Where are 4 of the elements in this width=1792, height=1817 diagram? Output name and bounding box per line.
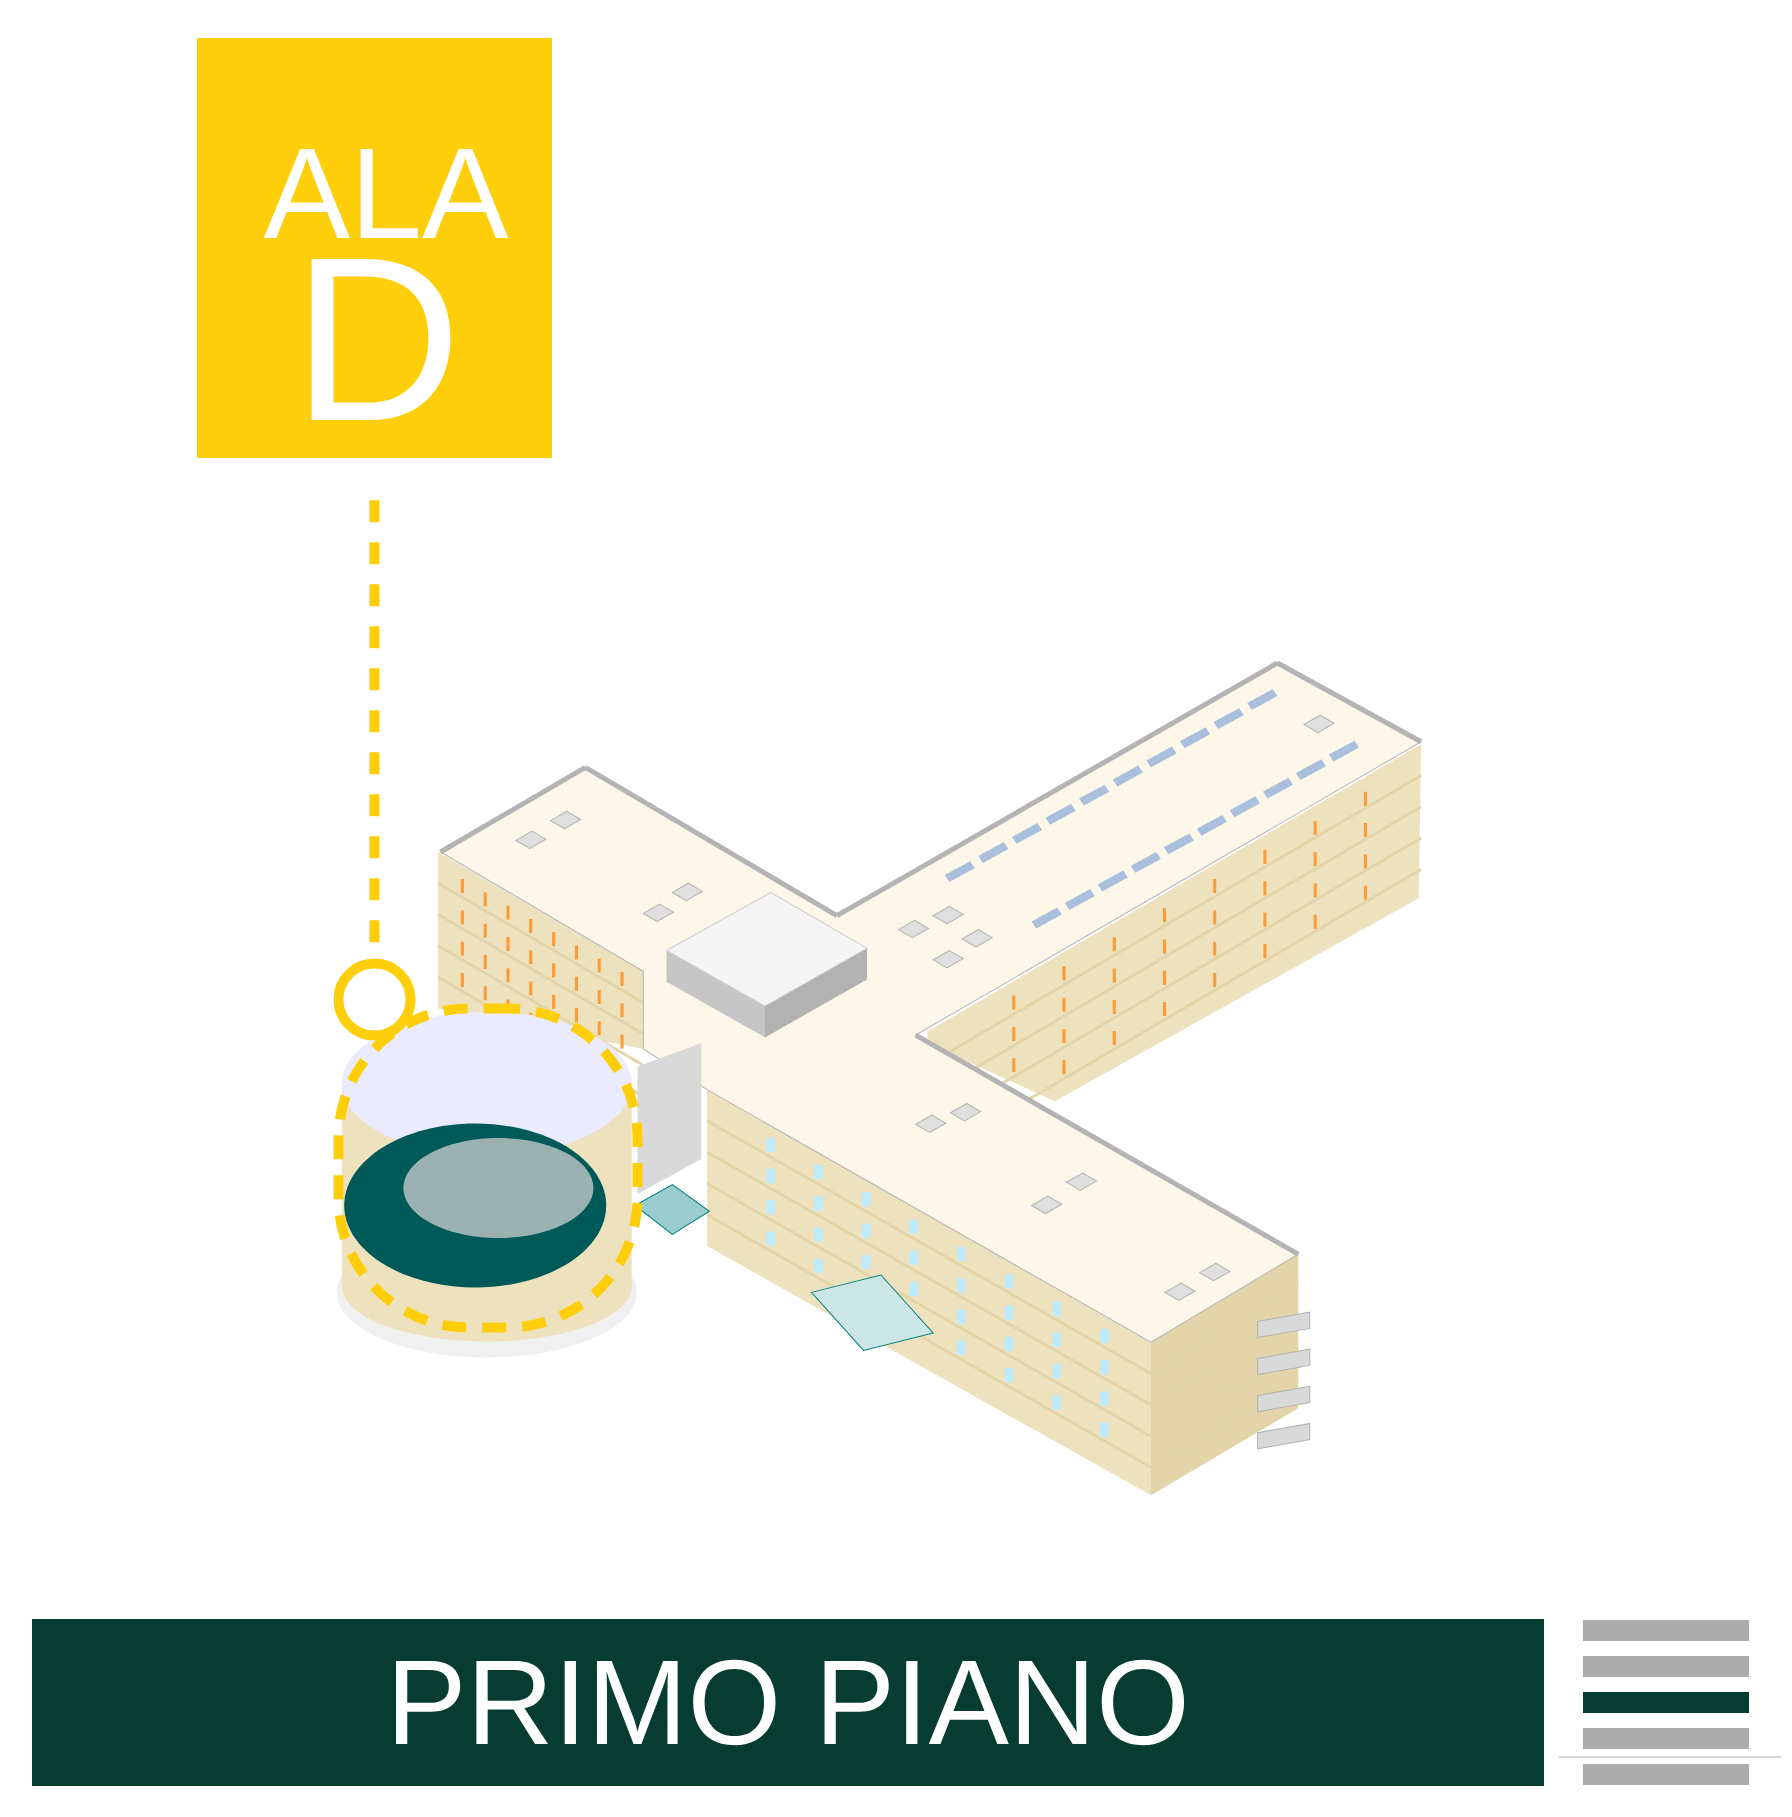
label-box: ALA D: [197, 38, 552, 458]
leader-line: [333, 500, 416, 1041]
floor-banner: PRIMO PIANO: [32, 1619, 1544, 1786]
highlight-outline: [333, 1003, 643, 1333]
